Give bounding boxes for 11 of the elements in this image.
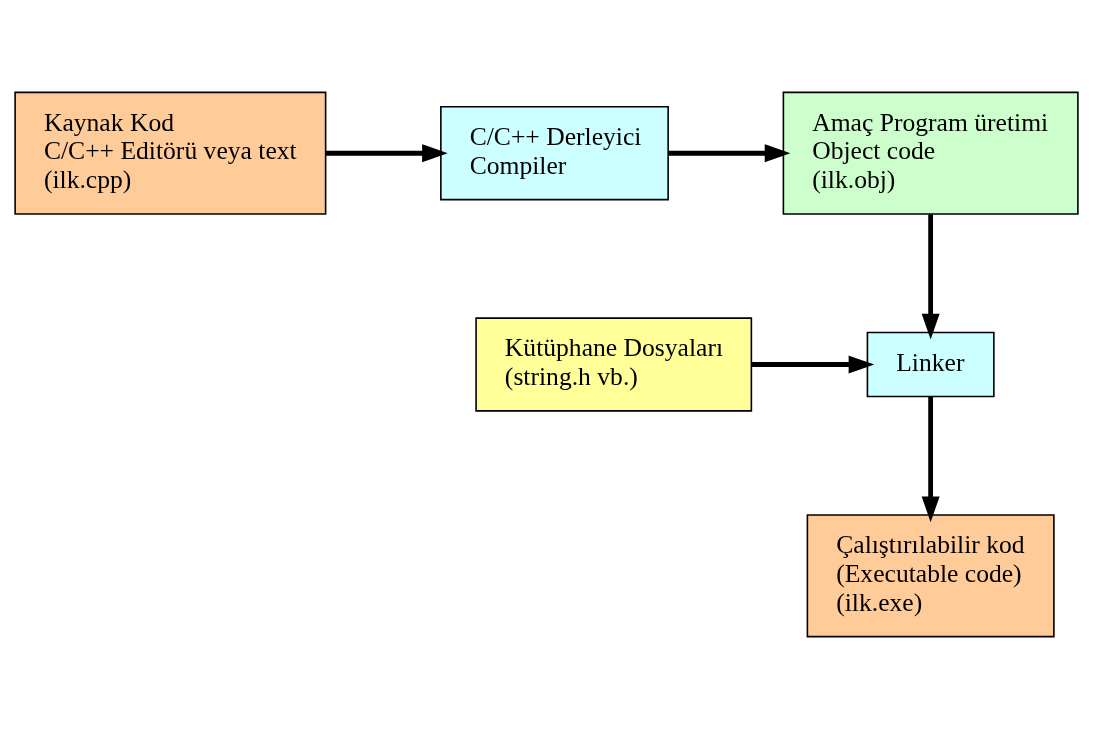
node-box: Kaynak Kod C/C++ Editörü veya text (ilk.cpp) (14, 91, 327, 215)
arrow (921, 214, 940, 340)
arrow (751, 355, 875, 374)
arrow (668, 144, 791, 163)
node-box: Amaç Program üretimi Object code (ilk.obj) (782, 91, 1079, 215)
node-box: Kütüphane Dosyaları (string.h vb.) (475, 317, 753, 412)
arrow (921, 396, 940, 523)
node-box: Çalıştırılabilir kod (Executable code) (ilk.exe) (806, 514, 1055, 638)
arrow (325, 144, 448, 163)
node-box: C/C++ Derleyici Compiler (440, 106, 669, 201)
node-box: Linker (866, 331, 995, 398)
